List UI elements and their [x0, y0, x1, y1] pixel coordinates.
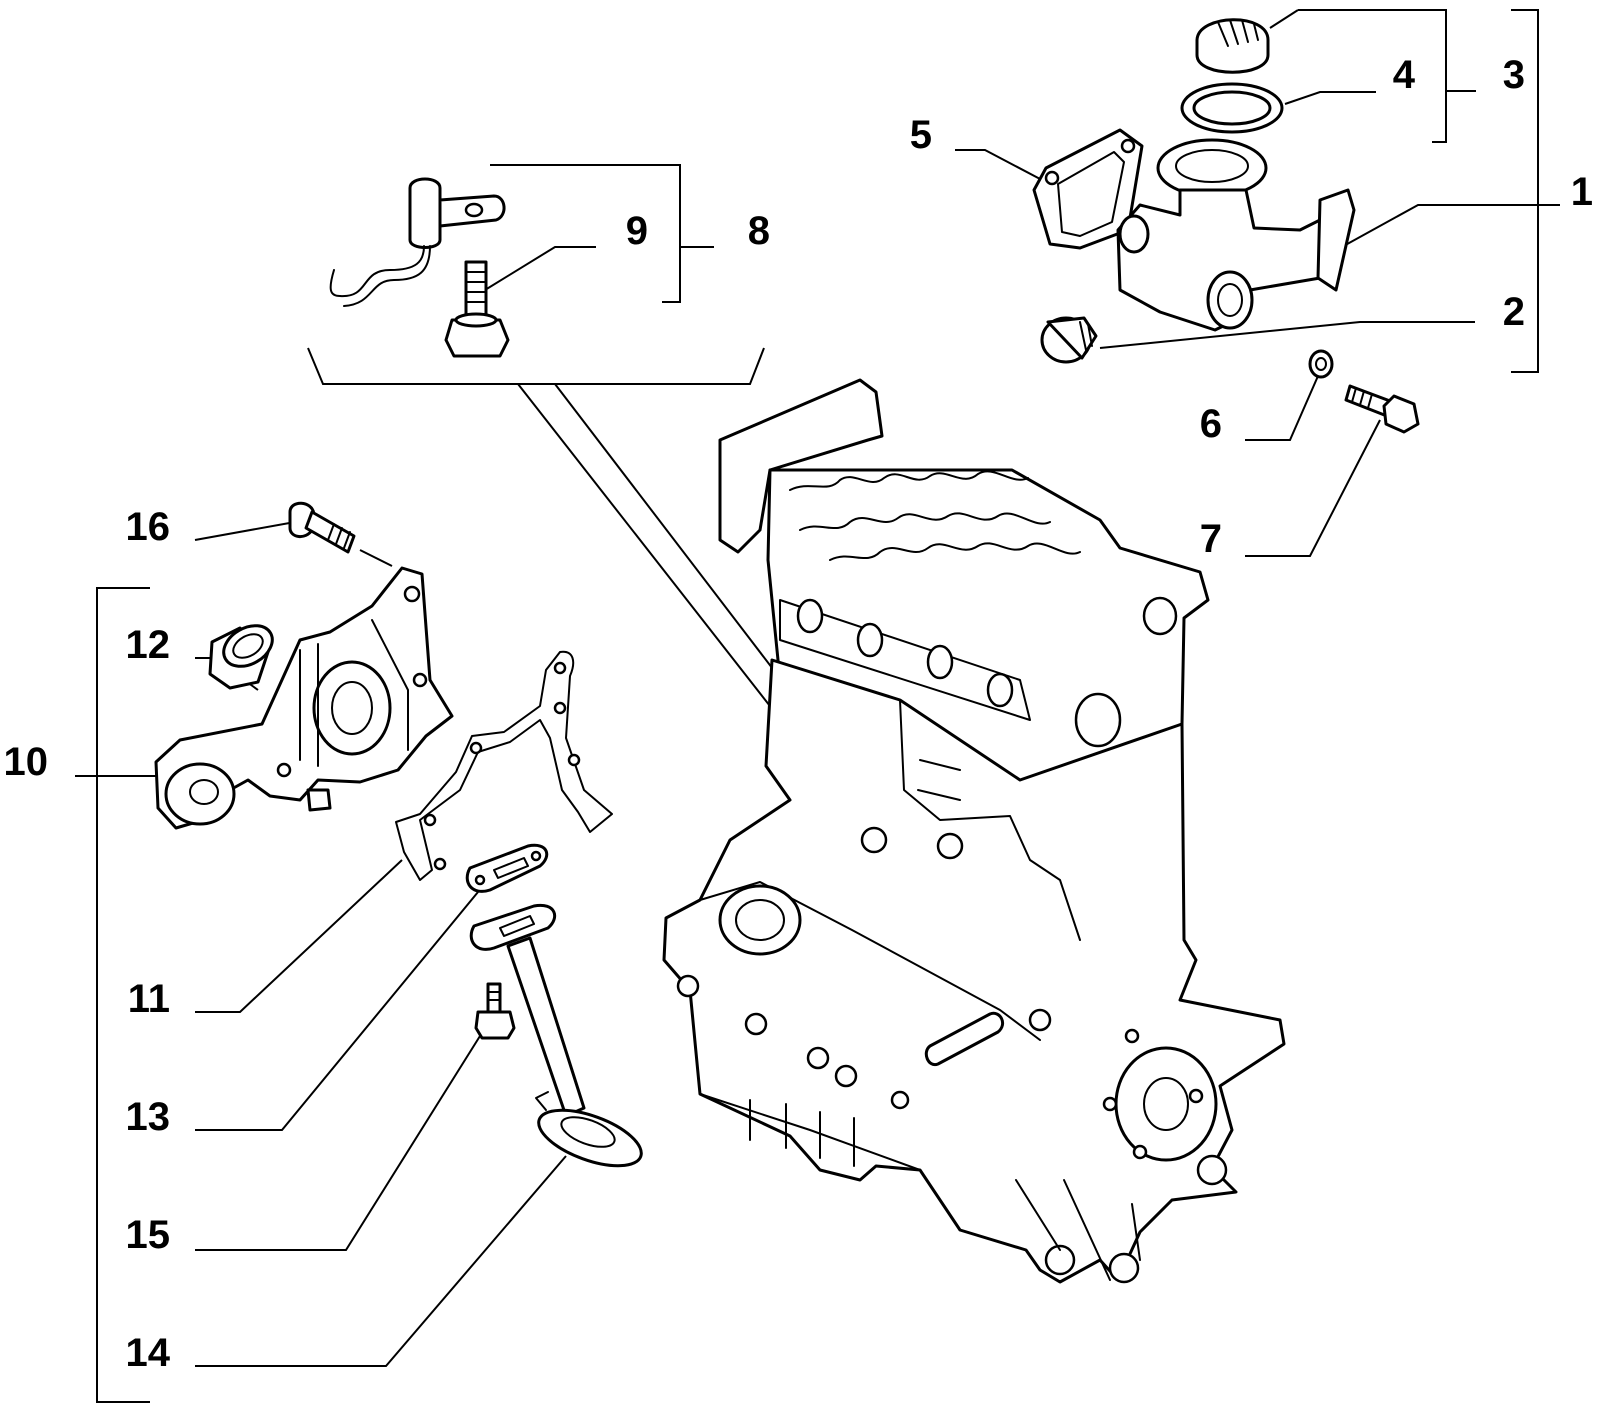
leader-13 — [195, 891, 479, 1131]
callout-10: 10 — [4, 740, 49, 784]
pump-gasket — [395, 650, 613, 881]
oil-jet-bolt — [444, 260, 510, 358]
callout-3: 3 — [1503, 53, 1525, 97]
crank-seal — [208, 624, 274, 690]
leader-1 — [1339, 204, 1538, 249]
oil-strainer — [469, 903, 643, 1168]
leader-crankcase-b — [554, 383, 793, 695]
leader-9 — [484, 246, 596, 291]
callout-12: 12 — [126, 623, 171, 667]
crankcase-bracket — [307, 347, 765, 385]
bracket-1-2-3 — [1511, 9, 1539, 373]
leader-11 — [195, 859, 403, 1013]
callout-8: 8 — [748, 209, 770, 253]
oil-pump-body — [154, 566, 454, 830]
leader-16b — [359, 549, 393, 567]
strainer-bolt — [474, 982, 516, 1040]
callout-6: 6 — [1200, 402, 1222, 446]
leader-2 — [1099, 321, 1475, 349]
callout-1: 1 — [1571, 170, 1593, 214]
cap-seal-ring — [1180, 82, 1284, 134]
callout-9: 9 — [626, 209, 648, 253]
callout-4: 4 — [1393, 53, 1416, 97]
callout-5: 5 — [910, 113, 932, 157]
callout-11: 11 — [128, 977, 170, 1021]
housing-bolt — [1344, 384, 1420, 434]
callout-7: 7 — [1200, 517, 1222, 561]
filler-cap — [1195, 18, 1270, 74]
engine-block — [662, 378, 1286, 1284]
callout-13: 13 — [126, 1095, 171, 1139]
bracket-8 — [490, 164, 681, 303]
leader-7 — [1245, 419, 1381, 557]
strainer-gasket — [465, 843, 549, 893]
callout-14: 14 — [126, 1331, 171, 1375]
leader-15 — [195, 1035, 481, 1251]
leader-5 — [955, 149, 1043, 181]
drain-plug — [1040, 316, 1098, 364]
thermostat-gasket — [1032, 128, 1144, 250]
leader-16 — [194, 521, 296, 541]
leader-6 — [1245, 375, 1319, 441]
oil-jet — [329, 177, 506, 307]
callout-16: 16 — [126, 505, 171, 549]
callout-2: 2 — [1503, 290, 1525, 334]
sealing-washer — [1308, 349, 1334, 379]
bracket-10 — [96, 587, 150, 1403]
bracket-4 — [1298, 9, 1447, 143]
callout-labels: 1 2 3 4 5 6 7 8 9 10 11 12 13 14 15 16 — [4, 53, 1594, 1375]
thermostat-housing — [1116, 138, 1356, 332]
leader-14 — [195, 1155, 567, 1367]
callout-15: 15 — [126, 1213, 171, 1257]
pump-bolt — [288, 501, 356, 554]
leader-4b — [1269, 9, 1299, 29]
leader-lines — [75, 9, 1560, 1403]
leader-4a — [1284, 91, 1376, 105]
